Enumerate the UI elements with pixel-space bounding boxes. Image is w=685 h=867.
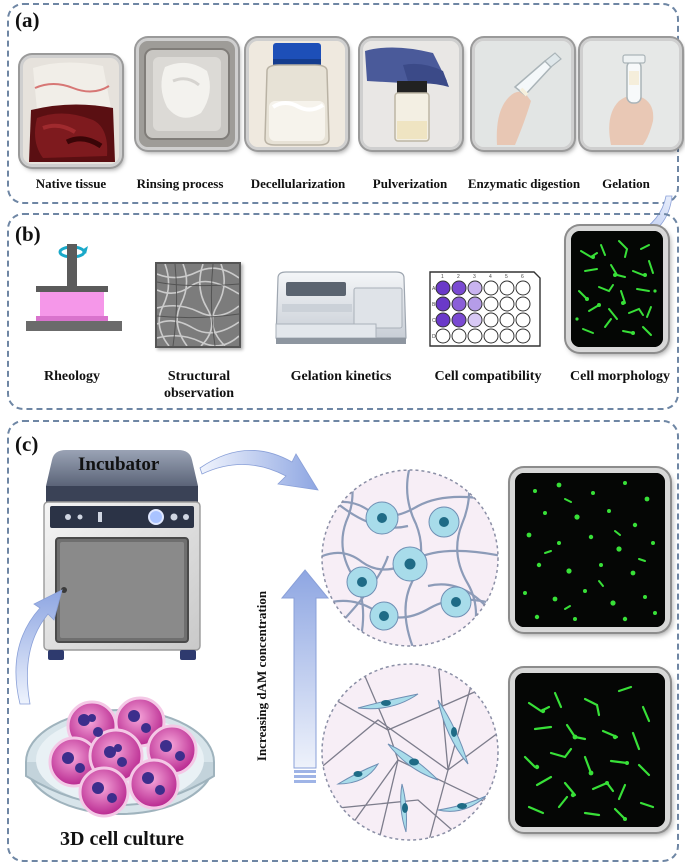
- native-tissue-photo: [20, 55, 122, 167]
- panel-c-label: (c): [15, 432, 39, 456]
- method-label-gelation-kinetics: Gelation kinetics: [290, 369, 392, 384]
- elongated-cells-matrix: [321, 663, 499, 841]
- method-label-cell-compatibility: Cell compatibility: [434, 369, 542, 384]
- decellularization-jar-photo: [246, 38, 348, 150]
- rheometer-icon: [26, 244, 122, 331]
- enzymatic-tube-photo: [472, 38, 574, 150]
- fluorescence-micrograph-bottom: [510, 668, 670, 832]
- incubator-icon: [43, 450, 201, 660]
- well-row-b: B: [432, 302, 436, 308]
- concentration-arrow: [280, 569, 330, 783]
- well-col-2: 2: [457, 274, 460, 280]
- incubator-label: Incubator: [78, 454, 160, 475]
- arrow-culture-to-incubator: [15, 589, 63, 705]
- rinsing-tray-photo: [136, 38, 238, 150]
- well-col-3: 3: [473, 274, 476, 280]
- culture-label: 3D cell culture: [60, 828, 185, 850]
- well-col-1: 1: [441, 274, 444, 280]
- gelation-tube-photo: [580, 38, 682, 150]
- well-row-d: D: [432, 334, 436, 340]
- step-label-gelation: Gelation: [602, 176, 650, 191]
- panel-b-label: (b): [15, 222, 41, 246]
- step-label-pulverization: Pulverization: [372, 176, 448, 191]
- well-col-6: 6: [521, 274, 524, 280]
- step-label-enzymatic-digestion: Enzymatic digestion: [467, 176, 581, 191]
- well-col-4: 4: [489, 274, 492, 280]
- concentration-label-text: Increasing dAM concentration: [254, 590, 269, 762]
- panel-b: [7, 213, 679, 410]
- pulverization-vial-photo: [360, 38, 462, 150]
- petri-dish-icon: [25, 696, 215, 818]
- step-label-decellularization: Decellularization: [250, 176, 346, 191]
- plate-reader-icon: [275, 271, 407, 344]
- sem-fiber-image: [155, 262, 241, 348]
- method-label-rheology: Rheology: [44, 369, 100, 384]
- well-row-a: A: [432, 286, 436, 292]
- panel-a-label: (a): [15, 8, 40, 32]
- well-row-c: C: [432, 318, 436, 324]
- step-label-rinsing-process: Rinsing process: [136, 176, 224, 191]
- panel-c: [7, 420, 679, 862]
- arrow-incubator-to-matrix: [199, 449, 319, 491]
- method-label-cell-morphology: Cell morphology: [570, 369, 670, 384]
- method-label-structural-observation: Structural observation: [164, 368, 234, 402]
- well-plate-icon: 1 2 3 4 5 6 A B C D: [429, 271, 541, 347]
- well-col-5: 5: [505, 274, 508, 280]
- structural-label-line: Structural observation: [164, 369, 234, 401]
- concentration-label-rotated: Increasing dAM concentration: [254, 573, 272, 779]
- fluorescence-micrograph: [566, 226, 668, 352]
- rounded-cells-matrix: [321, 469, 499, 647]
- fluorescence-micrograph-top: [510, 468, 670, 632]
- step-label-native-tissue: Native tissue: [35, 176, 107, 191]
